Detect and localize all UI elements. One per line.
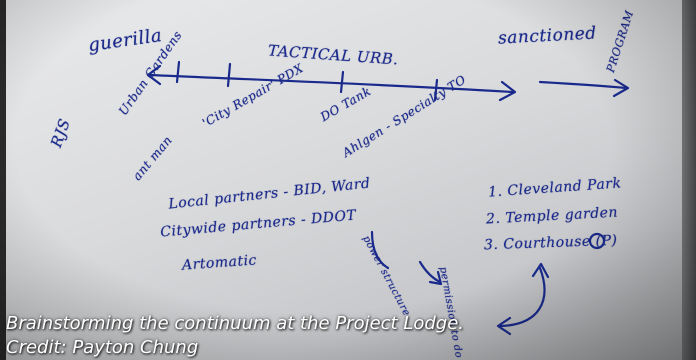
continuum-line — [148, 73, 514, 94]
board-right-edge — [682, 0, 696, 360]
tick-2 — [226, 62, 232, 88]
board-left-edge — [0, 0, 6, 360]
list-curve-arrowhead-top — [531, 262, 550, 279]
program-arrow-line — [538, 80, 628, 90]
program-arrowhead — [612, 78, 630, 98]
left-arrowhead — [146, 64, 162, 86]
power-arrow-line — [370, 230, 390, 270]
circled-p-icon — [588, 232, 606, 250]
power-arrowhead — [428, 270, 443, 286]
tick-1 — [175, 60, 181, 84]
power-arrow-2 — [418, 260, 442, 284]
right-arrowhead — [498, 80, 517, 102]
caption-line-1: Brainstorming the continuum at the Proje… — [6, 313, 465, 334]
list-curve-arrowhead-bottom — [496, 316, 512, 336]
list-curve-arrow — [498, 266, 546, 328]
caption-credit: Credit: Payton Chung — [6, 337, 199, 358]
tick-3 — [339, 70, 345, 94]
tick-4 — [433, 78, 439, 102]
